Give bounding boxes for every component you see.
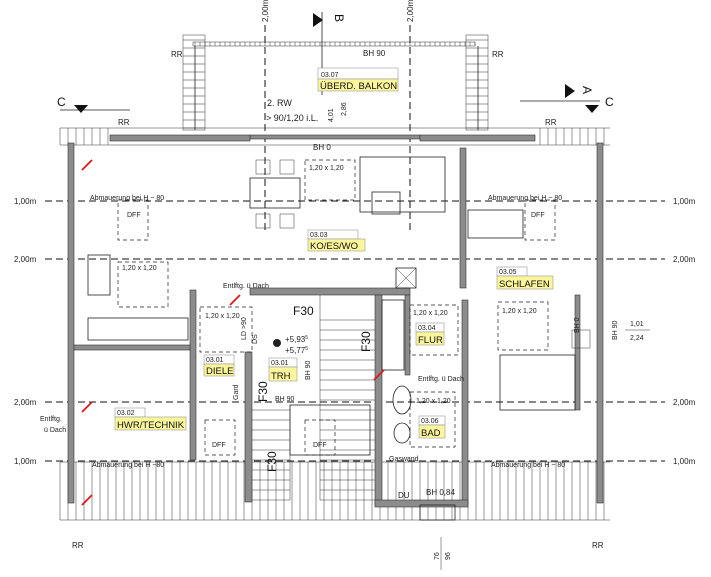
section-arrow-c-right: [585, 105, 599, 113]
dff-label: DFF: [531, 212, 545, 219]
grid-label: 2,00m: [14, 255, 37, 264]
door-label: LD >90: [241, 317, 248, 340]
abmauerung-note: Abmauerung bei H ~ 80: [90, 195, 164, 202]
dimension: 1,01: [630, 321, 644, 328]
room-number: 03.02: [117, 410, 135, 417]
dimension: 2,24: [630, 335, 644, 342]
section-arrow-a: [565, 84, 575, 98]
abmauerung-note: Abmauerung bei H ~80: [92, 462, 164, 469]
fire-rating: F30: [265, 451, 279, 472]
rr-label: RR: [545, 118, 557, 127]
room-name: FLUR: [418, 335, 443, 346]
railing-label: 2. RW: [267, 98, 292, 108]
dff-label: DFF: [127, 212, 141, 219]
bh-label: BH 0: [574, 317, 581, 333]
room-number: 03.06: [421, 418, 439, 425]
grid-label: 1,00m: [673, 457, 696, 466]
fire-rating: F30: [256, 381, 270, 402]
rr-label: RR: [72, 541, 84, 550]
grid-label: 2,00m: [261, 0, 270, 22]
rr-label: RR: [592, 541, 604, 550]
fire-rating: F30: [293, 304, 314, 318]
grid-label: 2,00m: [14, 398, 37, 407]
room-number: 03.01: [206, 357, 224, 364]
dff-label: DFF: [212, 442, 226, 449]
window-size: 1,20 x 1,20: [309, 165, 344, 172]
rr-label: RR: [118, 118, 130, 127]
room-name: HWR/TECHNIK: [117, 420, 185, 431]
section-label-c-right: C: [605, 95, 614, 109]
bh-label: BH 0,84: [426, 488, 455, 497]
room-number: 03.05: [499, 269, 517, 276]
walls: [67, 134, 604, 508]
section-arrow-b: [313, 13, 323, 27]
roof-hatching: [59, 39, 610, 521]
wardrobe-label: Gard: [233, 384, 240, 400]
room-name: ÜBERD. BALKON: [320, 81, 397, 92]
room-name: DIELE: [206, 366, 233, 377]
shower-label: DU: [398, 491, 410, 500]
room-number: 03.01: [271, 360, 289, 367]
room-name: BAD: [421, 428, 441, 439]
balcony: [182, 34, 489, 140]
window-size: 1,20 x 1,20: [413, 310, 448, 317]
bh-label: BH 0: [313, 143, 331, 152]
level-top: +5,935: [285, 335, 308, 344]
room-number: 03.03: [310, 232, 328, 239]
section-label-a: A: [580, 86, 594, 94]
room-name: TRH: [271, 371, 291, 382]
level-bottom: +5,775: [285, 346, 308, 355]
dimension: 76: [434, 552, 441, 560]
vent-markers: [81, 159, 385, 506]
grid-lines: [45, 12, 665, 462]
room-name: KO/ES/WO: [310, 241, 358, 252]
door-label: DS: [252, 334, 259, 344]
furniture: [87, 156, 591, 521]
bh-label: BH 90: [363, 49, 386, 58]
section-label-c-left: C: [57, 95, 66, 109]
bh-label: BH 90: [275, 396, 295, 403]
room-number: 03.07: [321, 72, 339, 79]
grid-label: 1,00m: [673, 197, 696, 206]
rr-label: RR: [492, 50, 504, 59]
vent-label: Entlftg.: [40, 416, 62, 423]
dimension: 2,86: [341, 102, 348, 116]
window-size: 1,20 x 1,20: [205, 313, 240, 320]
grid-label: 2,00m: [406, 0, 415, 22]
room-number: 03.04: [418, 325, 436, 332]
gaswand-label: Gaswand: [389, 456, 419, 463]
abmauerung-note: Abmauerung bei H ~ 80: [491, 462, 565, 469]
section-arrow-c-left: [74, 105, 88, 113]
window-outlines: [117, 159, 556, 456]
window-size: 1,20 x 1,20: [416, 398, 451, 405]
window-size: 1,20 x 1,20: [122, 265, 157, 272]
dimension: 4,01: [328, 108, 335, 122]
bh-label: BH 90: [305, 360, 312, 380]
bh-label: BH 90: [612, 320, 619, 340]
abmauerung-note: Abmauerung bei H ~ 80: [488, 195, 562, 202]
section-label-b: B: [332, 14, 346, 22]
level-marker-icon: [273, 339, 281, 347]
stair-steps: [252, 295, 375, 501]
window-size: 1,20 x 1,20: [502, 308, 537, 315]
vent-label: Entlftg. ü Dach: [418, 376, 464, 383]
grid-label: 1,00m: [14, 197, 37, 206]
grid-label: 1,00m: [14, 457, 37, 466]
room-name: SCHLAFEN: [499, 279, 550, 290]
dimension: 96: [445, 552, 452, 560]
railing-spec: > 90/1,20 i.L.: [266, 113, 318, 123]
grid-label: 2,00m: [673, 255, 696, 264]
rr-label: RR: [171, 50, 183, 59]
fire-rating: F30: [359, 331, 373, 352]
vent-label: Entlftg. ü Dach: [223, 283, 269, 290]
vent-label: ü Dach: [44, 427, 66, 434]
grid-label: 2,00m: [673, 398, 696, 407]
